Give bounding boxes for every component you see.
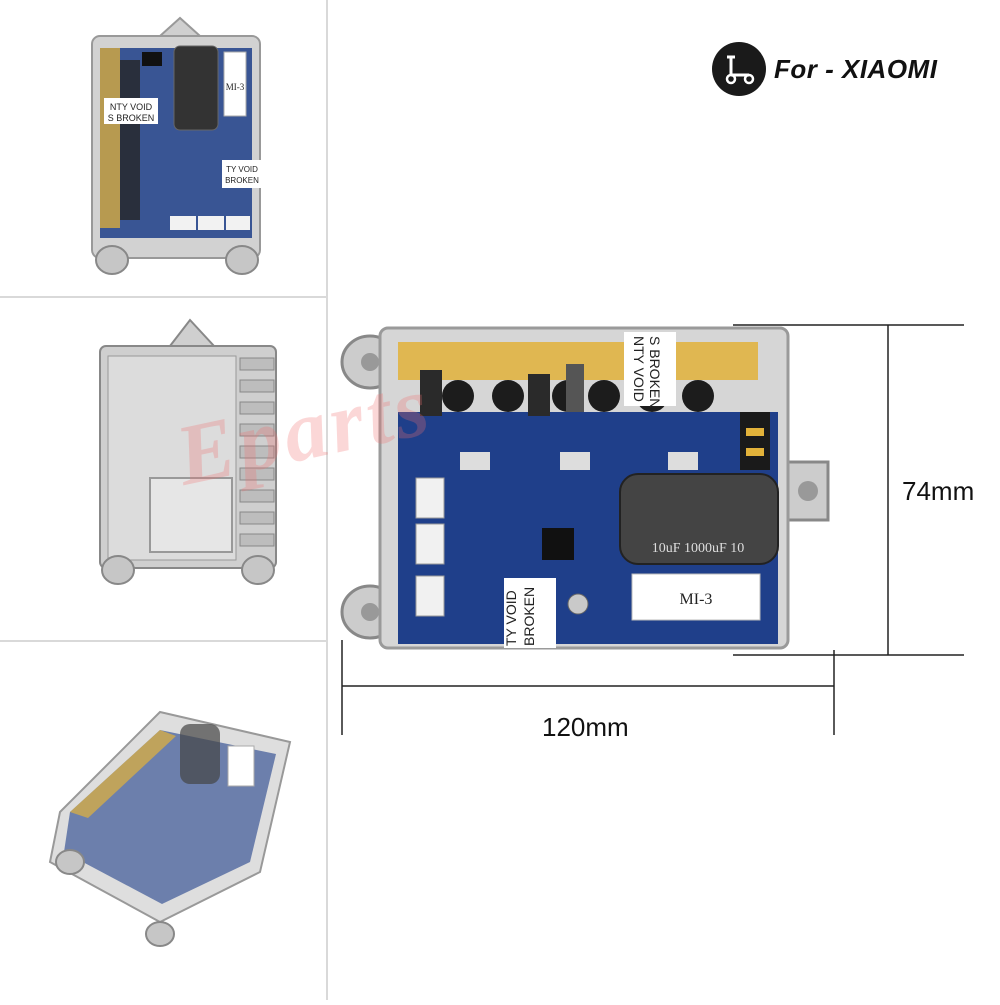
jst-connector-2 [415, 523, 445, 565]
jst-connector-1 [415, 477, 445, 519]
brand-label: For - XIAOMI [774, 53, 938, 84]
thumbnail-back-view[interactable] [0, 298, 326, 640]
jst-connector-3 [415, 575, 445, 617]
heatsink-fins [239, 357, 275, 547]
scooter-icon [712, 42, 766, 96]
thumb-warranty-label-4: BROKEN [225, 176, 259, 185]
main-product-view: NTY VOID S BROKEN 10uF 1000uF 10 MI-3 TY… [328, 0, 1000, 1000]
warranty-text-4: BROKEN [521, 587, 537, 646]
grid-divider-2 [0, 640, 326, 642]
warranty-text-1: NTY VOID [631, 336, 647, 402]
xt-connector [740, 412, 770, 470]
controller-main-image: NTY VOID S BROKEN 10uF 1000uF 10 MI-3 TY… [340, 324, 964, 735]
thumbnail-top-view[interactable]: MI-3 NTY VOID S BROKEN TY VOID BROKEN [0, 0, 326, 296]
smd-comp-1 [460, 452, 490, 470]
model-sticker [631, 573, 761, 621]
smd-comp-3 [668, 452, 698, 470]
smd-comp-2 [560, 452, 590, 470]
model-label: MI-3 [680, 591, 713, 608]
grid-divider-vertical [326, 0, 328, 1000]
warranty-text-2: S BROKEN [647, 336, 663, 408]
thumbnail-angled-view[interactable] [0, 642, 326, 1000]
warranty-seal-top [624, 332, 676, 406]
mcu-chip [542, 528, 574, 560]
grid-divider-1 [0, 296, 326, 298]
thumb-warranty-label-2: S BROKEN [108, 113, 155, 123]
thumb-warranty-label-3: TY VOID [226, 165, 258, 174]
capacitor-text: 10uF 1000uF 10 [652, 541, 745, 556]
controller-back-view-image [99, 318, 277, 585]
warranty-text-3: TY VOID [503, 590, 519, 646]
controller-top-view-image: MI-3 NTY VOID S BROKEN TY VOID BROKEN [91, 16, 262, 275]
brand-badge-group: For - XIAOMI [712, 42, 937, 96]
dimension-height-label: 74mm [902, 476, 975, 506]
thumb-model-label: MI-3 [226, 82, 245, 92]
capacitor [619, 473, 779, 565]
warranty-seal-bottom [504, 578, 556, 648]
controller-angled-view-image [48, 710, 292, 947]
thumb-warranty-label-1: NTY VOID [110, 102, 153, 112]
dimension-width-label: 120mm [542, 712, 629, 742]
